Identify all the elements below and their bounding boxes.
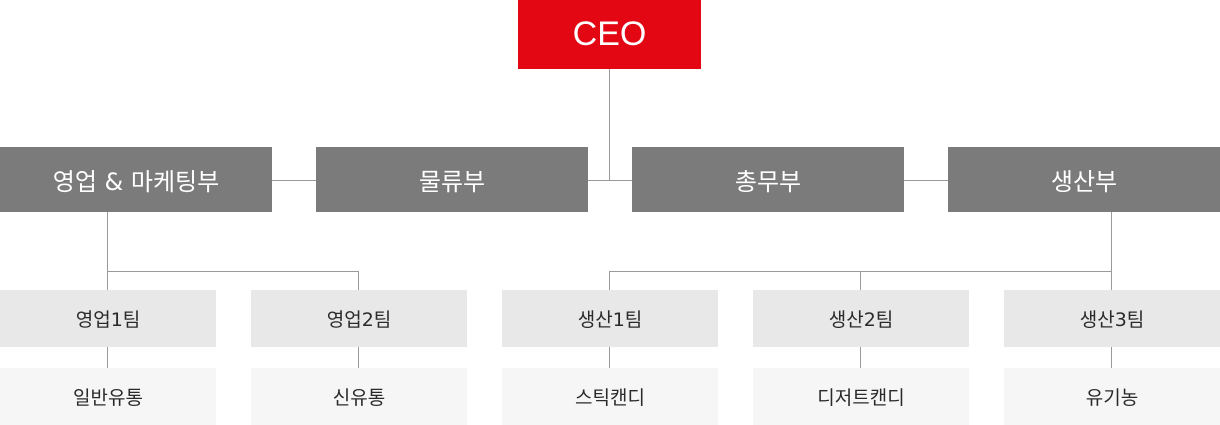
connector-team5-product	[1111, 347, 1112, 368]
connector-team2-product	[358, 347, 359, 368]
connector-team3-product	[609, 347, 610, 368]
connector-production-team2	[860, 271, 861, 290]
team-production-3: 생산3팀	[1004, 290, 1220, 347]
team-sales-1: 영업1팀	[0, 290, 216, 347]
product-organic: 유기농	[1004, 368, 1220, 425]
ceo-box: CEO	[518, 0, 701, 69]
product-new-distribution: 신유통	[251, 368, 467, 425]
connector-team4-product	[860, 347, 861, 368]
product-stick-candy: 스틱캔디	[502, 368, 718, 425]
team-production-1: 생산1팀	[502, 290, 718, 347]
dept-general-affairs: 총무부	[632, 147, 904, 212]
team-sales-2: 영업2팀	[251, 290, 467, 347]
connector-sales-drop	[107, 212, 108, 290]
connector-team1-product	[107, 347, 108, 368]
product-general-distribution: 일반유통	[0, 368, 216, 425]
product-dessert-candy: 디저트캔디	[753, 368, 969, 425]
connector-production-team1	[609, 271, 610, 290]
connector-production-drop	[1111, 212, 1112, 290]
dept-logistics: 물류부	[316, 147, 588, 212]
connector-dept-row	[272, 180, 948, 181]
connector-ceo-trunk	[609, 69, 610, 181]
dept-sales-marketing: 영업 & 마케팅부	[0, 147, 272, 212]
connector-sales-team2	[358, 271, 359, 290]
connector-sales-teams	[107, 271, 359, 272]
team-production-2: 생산2팀	[753, 290, 969, 347]
dept-production: 생산부	[948, 147, 1220, 212]
